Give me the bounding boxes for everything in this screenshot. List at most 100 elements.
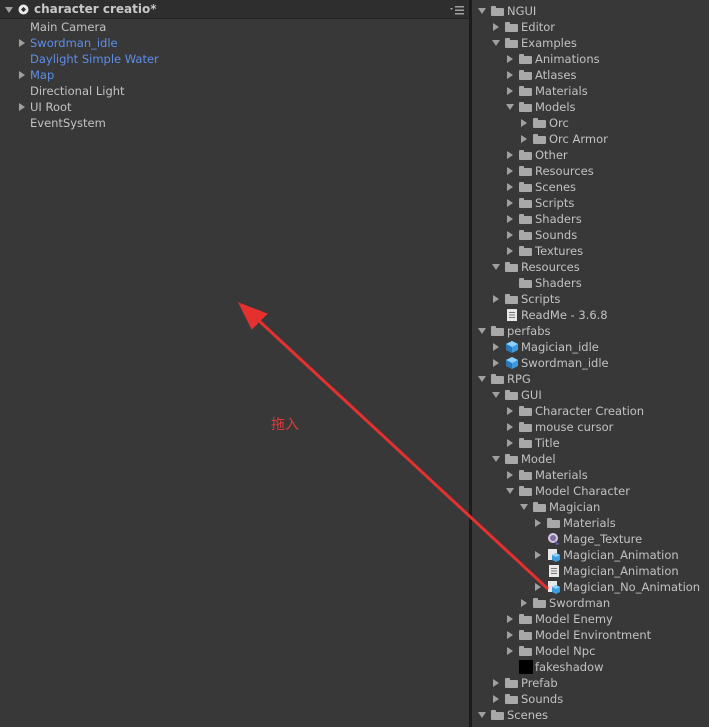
project-folder-item[interactable]: Shaders — [472, 275, 709, 291]
expand-arrow-icon[interactable] — [507, 55, 513, 63]
hierarchy-item[interactable]: UI Root — [19, 99, 72, 115]
project-folder-item[interactable]: GUI — [472, 387, 709, 403]
expand-arrow-icon[interactable] — [507, 647, 513, 655]
project-folder-item[interactable]: Editor — [472, 19, 709, 35]
project-folder-item[interactable]: Shaders — [472, 211, 709, 227]
project-folder-item[interactable]: Sounds — [472, 691, 709, 707]
project-folder-item[interactable]: RPG — [472, 371, 709, 387]
hierarchy-item[interactable]: Main Camera — [30, 19, 106, 35]
project-asset-item[interactable]: Mage_Texture — [472, 531, 709, 547]
expand-arrow-icon[interactable] — [19, 103, 25, 111]
project-asset-item[interactable]: Magician_No_Animation — [472, 579, 709, 595]
expand-arrow-icon[interactable] — [507, 631, 513, 639]
expand-arrow-icon[interactable] — [507, 247, 513, 255]
project-folder-item[interactable]: Orc — [472, 115, 709, 131]
project-item-label: Other — [535, 148, 568, 162]
project-folder-item[interactable]: Resources — [472, 259, 709, 275]
collapse-arrow-icon[interactable] — [506, 104, 514, 110]
collapse-arrow-icon[interactable] — [520, 504, 528, 510]
expand-arrow-icon[interactable] — [521, 135, 527, 143]
project-folder-item[interactable]: Scripts — [472, 195, 709, 211]
project-folder-item[interactable]: Prefab — [472, 675, 709, 691]
expand-arrow-icon[interactable] — [507, 151, 513, 159]
project-asset-item[interactable]: fakeshadow — [472, 659, 709, 675]
project-folder-item[interactable]: Magician — [472, 499, 709, 515]
expand-arrow-icon[interactable] — [507, 407, 513, 415]
project-folder-item[interactable]: Model Character — [472, 483, 709, 499]
collapse-arrow-icon[interactable] — [478, 328, 486, 334]
hierarchy-item[interactable]: EventSystem — [30, 115, 106, 131]
collapse-arrow-icon[interactable] — [478, 712, 486, 718]
project-folder-item[interactable]: Scenes — [472, 179, 709, 195]
project-folder-item[interactable]: Model — [472, 451, 709, 467]
project-folder-item[interactable]: Textures — [472, 243, 709, 259]
expand-arrow-icon[interactable] — [521, 119, 527, 127]
collapse-arrow-icon[interactable] — [478, 8, 486, 14]
hierarchy-item[interactable]: Swordman_idle — [19, 35, 118, 51]
hierarchy-menu-icon[interactable] — [450, 5, 464, 15]
expand-arrow-icon[interactable] — [507, 439, 513, 447]
project-folder-item[interactable]: Animations — [472, 51, 709, 67]
expand-arrow-icon[interactable] — [507, 87, 513, 95]
project-asset-item[interactable]: ReadMe - 3.6.8 — [472, 307, 709, 323]
project-folder-item[interactable]: Model Environtment — [472, 627, 709, 643]
project-folder-item[interactable]: Model Enemy — [472, 611, 709, 627]
expand-arrow-icon[interactable] — [19, 39, 25, 47]
project-folder-item[interactable]: Models — [472, 99, 709, 115]
project-folder-item[interactable]: Resources — [472, 163, 709, 179]
expand-arrow-icon[interactable] — [507, 471, 513, 479]
expand-arrow-icon[interactable] — [493, 295, 499, 303]
expand-arrow-icon[interactable] — [507, 167, 513, 175]
expand-arrow-icon[interactable] — [535, 519, 541, 527]
expand-arrow-icon[interactable] — [507, 231, 513, 239]
project-folder-item[interactable]: Materials — [472, 467, 709, 483]
expand-arrow-icon[interactable] — [535, 583, 541, 591]
project-item-label: Sounds — [521, 692, 564, 706]
project-folder-item[interactable]: Other — [472, 147, 709, 163]
expand-arrow-icon[interactable] — [493, 359, 499, 367]
collapse-arrow-icon[interactable] — [506, 488, 514, 494]
project-folder-item[interactable]: Scripts — [472, 291, 709, 307]
scene-collapse-icon[interactable] — [5, 7, 13, 13]
expand-arrow-icon[interactable] — [493, 23, 499, 31]
expand-arrow-icon[interactable] — [19, 71, 25, 79]
expand-arrow-icon[interactable] — [507, 199, 513, 207]
project-folder-item[interactable]: Atlases — [472, 67, 709, 83]
collapse-arrow-icon[interactable] — [492, 392, 500, 398]
project-folder-item[interactable]: Orc Armor — [472, 131, 709, 147]
project-folder-item[interactable]: Materials — [472, 515, 709, 531]
collapse-arrow-icon[interactable] — [478, 376, 486, 382]
project-folder-item[interactable]: Materials — [472, 83, 709, 99]
expand-arrow-icon[interactable] — [507, 215, 513, 223]
project-folder-item[interactable]: Sounds — [472, 227, 709, 243]
project-folder-item[interactable]: Character Creation — [472, 403, 709, 419]
expand-arrow-icon[interactable] — [493, 695, 499, 703]
expand-arrow-icon[interactable] — [521, 599, 527, 607]
hierarchy-item[interactable]: Daylight Simple Water — [30, 51, 159, 67]
project-folder-item[interactable]: mouse cursor — [472, 419, 709, 435]
project-folder-item[interactable]: Model Npc — [472, 643, 709, 659]
project-folder-item[interactable]: Examples — [472, 35, 709, 51]
project-folder-item[interactable]: Title — [472, 435, 709, 451]
project-folder-item[interactable]: Scenes — [472, 707, 709, 723]
project-folder-item[interactable]: perfabs — [472, 323, 709, 339]
expand-arrow-icon[interactable] — [493, 343, 499, 351]
collapse-arrow-icon[interactable] — [492, 40, 500, 46]
project-asset-item[interactable]: Magician_idle — [472, 339, 709, 355]
expand-arrow-icon[interactable] — [493, 679, 499, 687]
project-asset-item[interactable]: Magician_Animation — [472, 547, 709, 563]
hierarchy-item[interactable]: Directional Light — [30, 83, 125, 99]
hierarchy-item[interactable]: Map — [19, 67, 54, 83]
expand-arrow-icon[interactable] — [507, 423, 513, 431]
collapse-arrow-icon[interactable] — [492, 456, 500, 462]
prefab-icon — [506, 357, 518, 369]
expand-arrow-icon[interactable] — [507, 71, 513, 79]
project-folder-item[interactable]: Swordman — [472, 595, 709, 611]
collapse-arrow-icon[interactable] — [492, 264, 500, 270]
expand-arrow-icon[interactable] — [507, 615, 513, 623]
expand-arrow-icon[interactable] — [507, 183, 513, 191]
project-asset-item[interactable]: Magician_Animation — [472, 563, 709, 579]
expand-arrow-icon[interactable] — [535, 551, 541, 559]
project-asset-item[interactable]: Swordman_idle — [472, 355, 709, 371]
project-folder-item[interactable]: NGUI — [472, 3, 709, 19]
